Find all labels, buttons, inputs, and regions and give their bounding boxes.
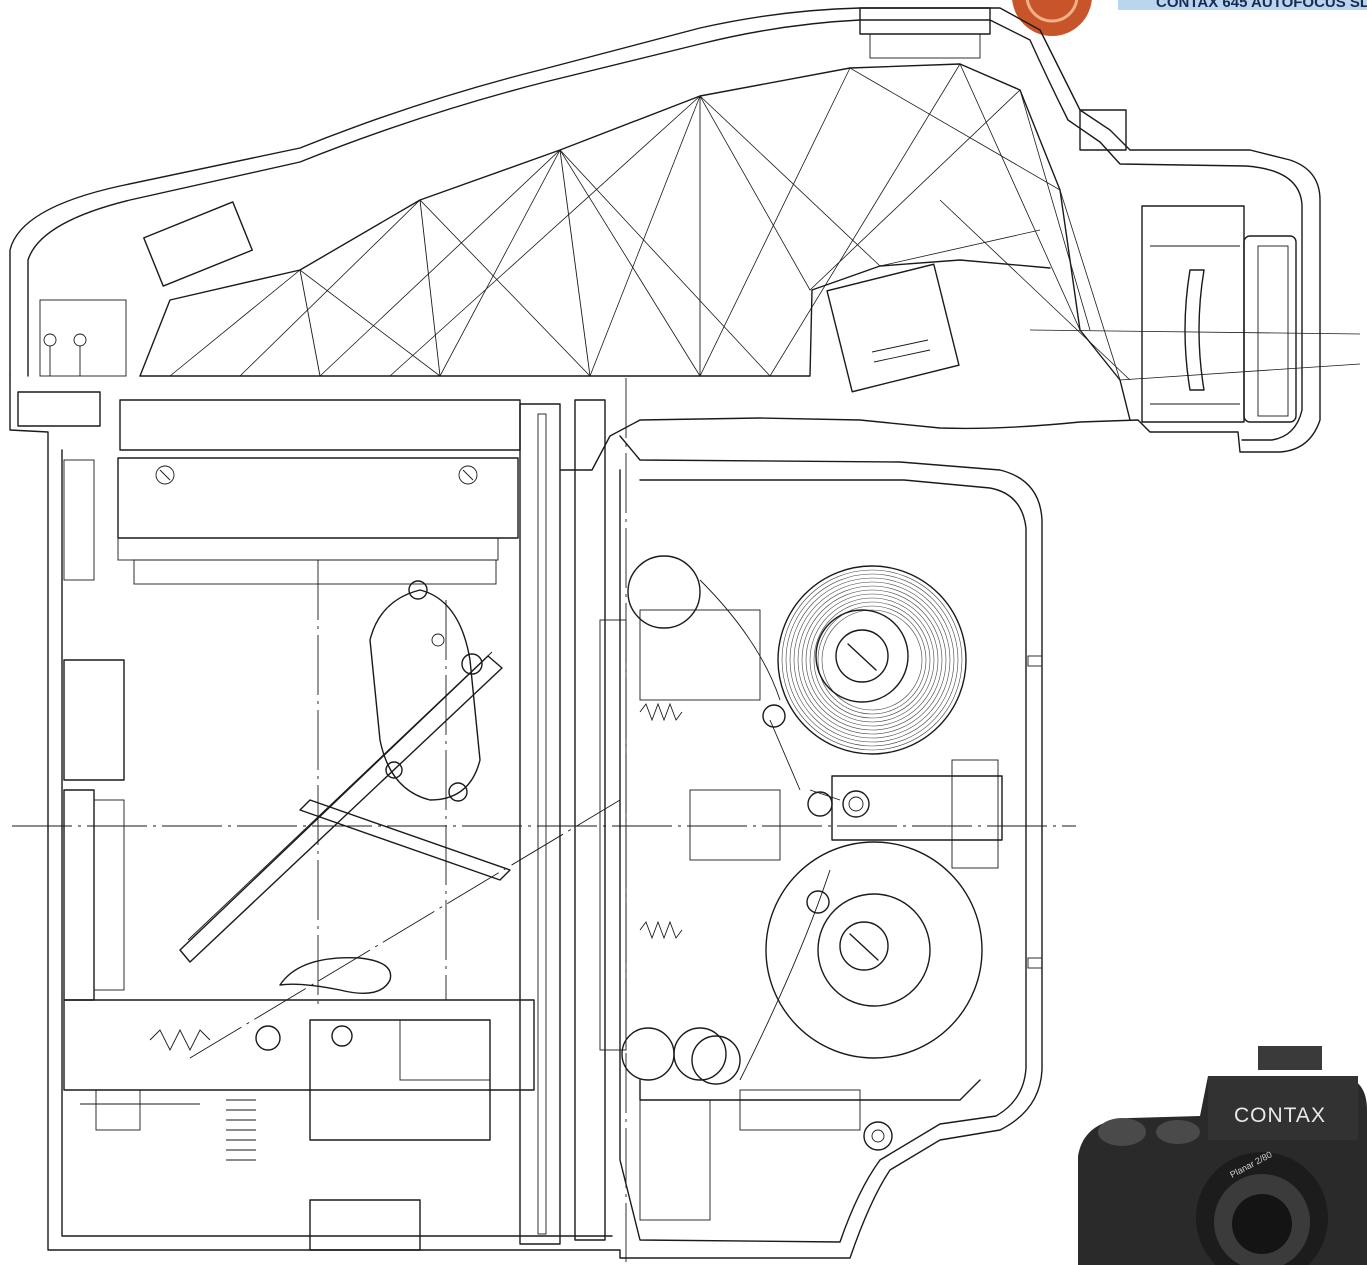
- film-magazine: [621, 555, 1043, 1151]
- seal-badge-icon: [1012, 0, 1092, 36]
- camera-photo: CONTAX Planar 2/80: [1078, 1046, 1367, 1265]
- reflex-mirror-assembly: [179, 580, 511, 994]
- banner-title: CONTAX 645 AUTOFOCUS SLR: [1156, 0, 1367, 11]
- bottom-mechanism: [63, 999, 861, 1251]
- prism-housing: [9, 7, 1321, 471]
- camera-brand-label: CONTAX: [1234, 1104, 1326, 1127]
- film-spool-top: [781, 569, 963, 751]
- light-ray-paths: [169, 63, 1361, 381]
- header-banner: CONTAX 645 AUTOFOCUS SLR: [1012, 0, 1367, 36]
- body-shell: [9, 375, 1043, 1259]
- center-lines: [12, 378, 1076, 1262]
